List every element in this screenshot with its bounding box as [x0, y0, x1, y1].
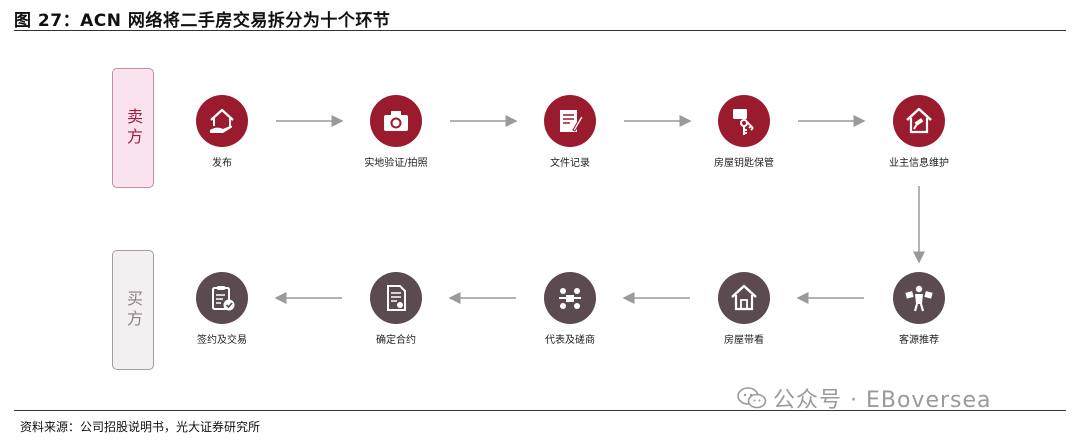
wechat-icon: [737, 387, 767, 409]
step-label: 业主信息维护: [889, 158, 949, 169]
buyer-step-4: 房屋带看: [684, 272, 804, 346]
source-note: 资料来源：公司招股说明书，光大证券研究所: [20, 420, 261, 434]
person-signs-icon: [893, 272, 945, 324]
bottom-rule: [14, 410, 1066, 411]
key-tag-icon: [718, 95, 770, 147]
step-label: 确定合约: [376, 335, 416, 346]
step-label: 实地验证/拍照: [364, 158, 428, 169]
watermark: 公众号 · EBoversea: [737, 386, 992, 413]
seller-step-1: 发布: [162, 95, 282, 169]
clipboard-check-icon: [196, 272, 248, 324]
watermark-text: 公众号 · EBoversea: [773, 388, 992, 413]
figure-title: 图 27：ACN 网络将二手房交易拆分为十个环节: [14, 11, 391, 31]
house-hand-icon: [196, 95, 248, 147]
step-label: 房屋钥匙保管: [714, 158, 774, 169]
house-gavel-icon: [893, 95, 945, 147]
step-label: 客源推荐: [899, 335, 939, 346]
seller-role-box: 卖方: [112, 68, 154, 188]
step-label: 文件记录: [550, 158, 590, 169]
seller-step-4: 房屋钥匙保管: [684, 95, 804, 169]
meeting-icon: [544, 272, 596, 324]
top-rule: [14, 30, 1066, 31]
document-pen-icon: [544, 95, 596, 147]
seller-step-2: 实地验证/拍照: [336, 95, 456, 169]
seller-step-5: 业主信息维护: [859, 95, 979, 169]
step-label: 签约及交易: [197, 335, 247, 346]
contract-icon: [370, 272, 422, 324]
buyer-step-3: 代表及磋商: [510, 272, 630, 346]
seller-step-3: 文件记录: [510, 95, 630, 169]
buyer-step-1: 签约及交易: [162, 272, 282, 346]
camera-icon: [370, 95, 422, 147]
step-label: 代表及磋商: [545, 335, 595, 346]
step-label: 发布: [212, 158, 232, 169]
step-label: 房屋带看: [724, 335, 764, 346]
buyer-step-2: 确定合约: [336, 272, 456, 346]
buyer-role-box: 买方: [112, 250, 154, 370]
house-outline-icon: [718, 272, 770, 324]
buyer-step-5: 客源推荐: [859, 272, 979, 346]
